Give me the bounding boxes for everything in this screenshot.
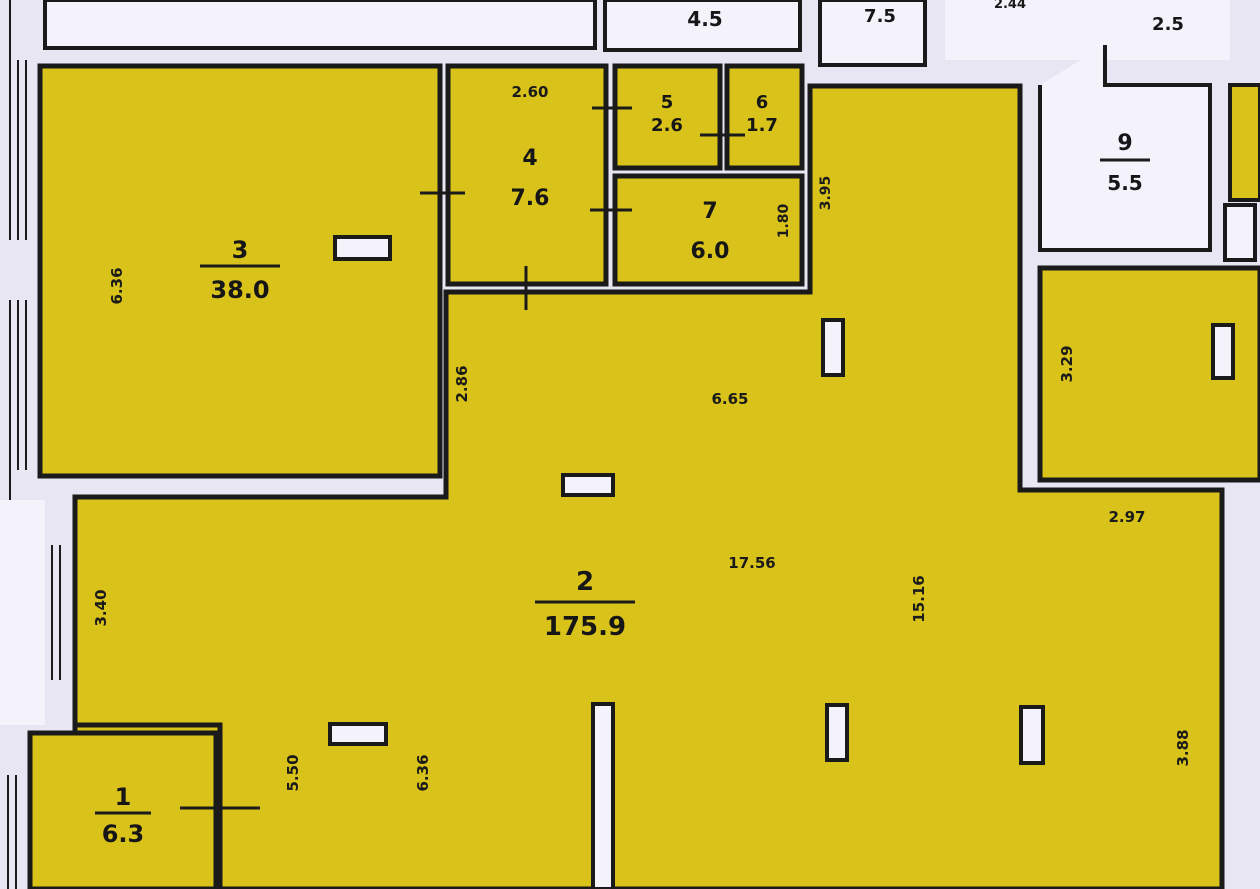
dim-6-36-left: 6.36 [108,267,126,304]
dim-3-29: 3.29 [1058,345,1076,382]
room-1 [27,730,219,889]
room-7-area: 6.0 [691,239,730,264]
room-9-area: 5.5 [1107,171,1142,195]
room-1-area: 6.3 [102,820,145,848]
dim-15-16: 15.16 [910,575,928,622]
partition-column [591,702,615,889]
dim-2-97: 2.97 [1108,508,1145,526]
room-6 [724,63,805,171]
window-mark [825,703,849,762]
room-6-number: 6 [756,92,769,113]
room-3-area: 38.0 [210,276,269,304]
neighbor-room-top-right [945,0,1230,60]
dim-2-44: 2.44 [994,0,1026,12]
dim-1-80: 1.80 [776,203,792,238]
room-4-area: 7.6 [511,186,550,211]
dim-17-56: 17.56 [728,554,775,572]
neighbor-room-9 [1038,45,1212,252]
dim-3-40: 3.40 [92,589,110,626]
window-mark [328,722,388,746]
room-6-area: 1.7 [746,115,778,136]
dimension-labels: 2.60 6.65 17.56 2.97 2.44 6.36 2.86 1.80… [92,0,1192,792]
room-4-number: 4 [522,146,537,171]
room-3-number: 3 [232,236,249,264]
window-mark [1211,323,1235,380]
door-ticks [180,106,745,810]
neighbor-areas [0,0,1257,725]
room-3 [37,63,443,479]
room-9-number: 9 [1117,131,1132,156]
room-2-area: 175.9 [544,612,626,642]
window-mark [821,318,845,377]
room-1-number: 1 [115,783,132,811]
room-5-number: 5 [661,92,674,113]
room-labels: 3 38.0 4 7.6 5 2.6 6 1.7 7 6.0 9 5.5 2 1… [95,6,1184,848]
window-mark [333,235,392,261]
room-7 [612,173,805,287]
window-marks [328,235,1235,889]
room-7-number: 7 [702,199,717,224]
dim-3-88: 3.88 [1174,729,1192,766]
dim-6-36-bottom: 6.36 [414,754,432,791]
window-mark [1019,705,1045,765]
dim-6-65: 6.65 [711,390,748,408]
room-2-number: 2 [576,567,594,597]
top-room-b-area: 7.5 [864,6,896,27]
rooms [27,63,1260,889]
room-5-area: 2.6 [651,115,683,136]
dim-2-60: 2.60 [511,83,548,101]
neighbor-closet [1223,203,1257,262]
neighbor-left-strip [0,500,45,725]
neighbor-room-top-b [818,0,927,67]
room-adjacent-top-right [1228,83,1260,202]
top-room-c-area: 2.5 [1152,14,1184,35]
neighbor-room-top-a [603,0,802,52]
dim-2-86: 2.86 [453,365,471,402]
dim-5-50: 5.50 [284,754,302,791]
room-5 [612,63,723,171]
neighbor-room-top-left [43,0,597,50]
window-mark [561,473,615,497]
dim-3-95: 3.95 [818,176,834,211]
top-room-a-area: 4.5 [687,7,722,31]
exterior-wall-hatch [7,0,61,889]
